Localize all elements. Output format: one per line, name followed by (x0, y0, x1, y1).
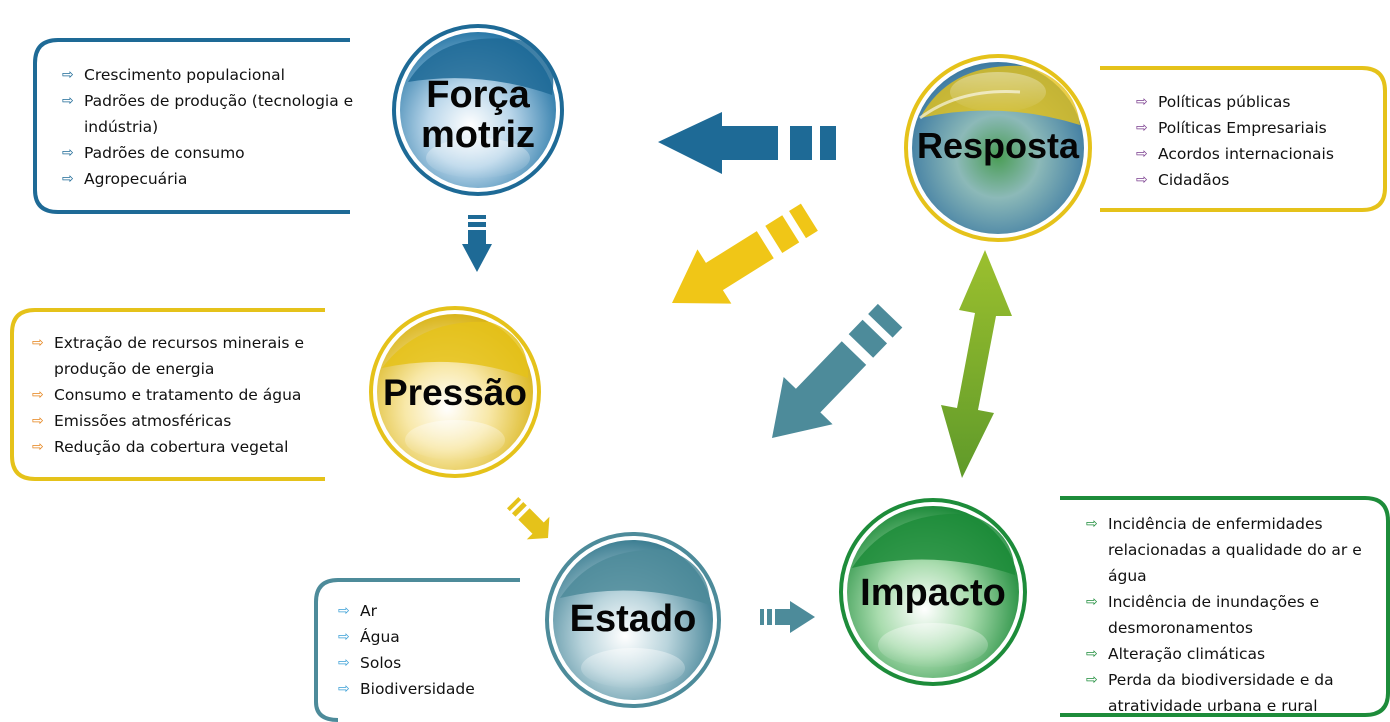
list-item: ⇨Biodiversidade (338, 676, 538, 702)
list-item: ⇨Políticas Empresariais (1136, 115, 1376, 141)
pressao-box: ⇨Extração de recursos minerais e produçã… (32, 330, 332, 460)
list-item: ⇨Padrões de produção (tecnologia e indús… (62, 88, 362, 140)
arrow-forca-to-pressao (462, 215, 492, 272)
resposta-items: ⇨Políticas públicas ⇨Políticas Empresari… (1136, 89, 1376, 193)
list-item: ⇨Políticas públicas (1136, 89, 1376, 115)
forca-title-line1: Força (426, 74, 530, 116)
arrow-icon: ⇨ (62, 145, 74, 161)
node-resposta (904, 54, 1092, 242)
arrow-icon: ⇨ (1136, 94, 1148, 110)
resposta-box: ⇨Políticas públicas ⇨Políticas Empresari… (1136, 89, 1376, 193)
list-item: ⇨Cidadãos (1136, 167, 1376, 193)
forca-motriz-title: Força motriz (398, 76, 558, 154)
arrow-icon: ⇨ (1136, 146, 1148, 162)
list-item: ⇨Incidência de inundações e desmoronamen… (1086, 589, 1376, 641)
list-item: ⇨Água (338, 624, 538, 650)
forca-title-line2: motriz (421, 114, 535, 156)
arrow-icon: ⇨ (62, 67, 74, 83)
arrow-resposta-to-forca (658, 112, 836, 174)
arrow-icon: ⇨ (32, 387, 44, 403)
list-item: ⇨Redução da cobertura vegetal (32, 434, 332, 460)
impacto-title: Impacto (860, 572, 1006, 614)
list-item: ⇨Emissões atmosféricas (32, 408, 332, 434)
list-item: ⇨Extração de recursos minerais e produçã… (32, 330, 332, 382)
estado-title: Estado (569, 598, 697, 640)
node-estado (545, 532, 721, 708)
arrow-icon: ⇨ (1086, 594, 1098, 610)
arrow-estado-to-impacto (760, 601, 815, 633)
arrow-icon: ⇨ (1086, 672, 1098, 688)
arrow-resposta-to-estado (772, 303, 903, 438)
arrow-icon: ⇨ (32, 335, 44, 351)
impacto-box: ⇨Incidência de enfermidades relacionadas… (1086, 511, 1376, 719)
arrow-icon: ⇨ (338, 681, 350, 697)
node-pressao (369, 306, 541, 478)
arrow-pressao-to-estado (506, 496, 550, 540)
arrow-resposta-to-pressao (672, 203, 818, 304)
impacto-items: ⇨Incidência de enfermidades relacionadas… (1086, 511, 1376, 719)
arrow-icon: ⇨ (338, 655, 350, 671)
forca-motriz-box: ⇨Crescimento populacional ⇨Padrões de pr… (62, 62, 362, 192)
pressao-title: Pressão (383, 372, 527, 413)
estado-box: ⇨Ar ⇨Água ⇨Solos ⇨Biodiversidade (338, 598, 538, 702)
list-item: ⇨Agropecuária (62, 166, 362, 192)
list-item: ⇨Solos (338, 650, 538, 676)
resposta-title: Resposta (916, 125, 1080, 166)
pressao-items: ⇨Extração de recursos minerais e produçã… (32, 330, 332, 460)
node-forca-motriz (392, 24, 564, 196)
arrow-icon: ⇨ (1086, 516, 1098, 532)
list-item: ⇨Crescimento populacional (62, 62, 362, 88)
arrow-icon: ⇨ (62, 93, 74, 109)
list-item: ⇨Acordos internacionais (1136, 141, 1376, 167)
estado-items: ⇨Ar ⇨Água ⇨Solos ⇨Biodiversidade (338, 598, 538, 702)
list-item: ⇨Padrões de consumo (62, 140, 362, 166)
list-item: ⇨Ar (338, 598, 538, 624)
arrow-impacto-resposta (941, 250, 1012, 478)
arrow-icon: ⇨ (1136, 172, 1148, 188)
arrow-icon: ⇨ (32, 413, 44, 429)
list-item: ⇨Alteração climáticas (1086, 641, 1376, 667)
arrow-icon: ⇨ (1086, 646, 1098, 662)
list-item: ⇨Incidência de enfermidades relacionadas… (1086, 511, 1376, 589)
forca-items: ⇨Crescimento populacional ⇨Padrões de pr… (62, 62, 362, 192)
list-item: ⇨Perda da biodiversidade e da atrativida… (1086, 667, 1376, 719)
arrow-icon: ⇨ (338, 629, 350, 645)
arrow-icon: ⇨ (1136, 120, 1148, 136)
arrow-icon: ⇨ (32, 439, 44, 455)
arrow-icon: ⇨ (338, 603, 350, 619)
node-impacto (839, 498, 1027, 686)
list-item: ⇨Consumo e tratamento de água (32, 382, 332, 408)
arrow-icon: ⇨ (62, 171, 74, 187)
